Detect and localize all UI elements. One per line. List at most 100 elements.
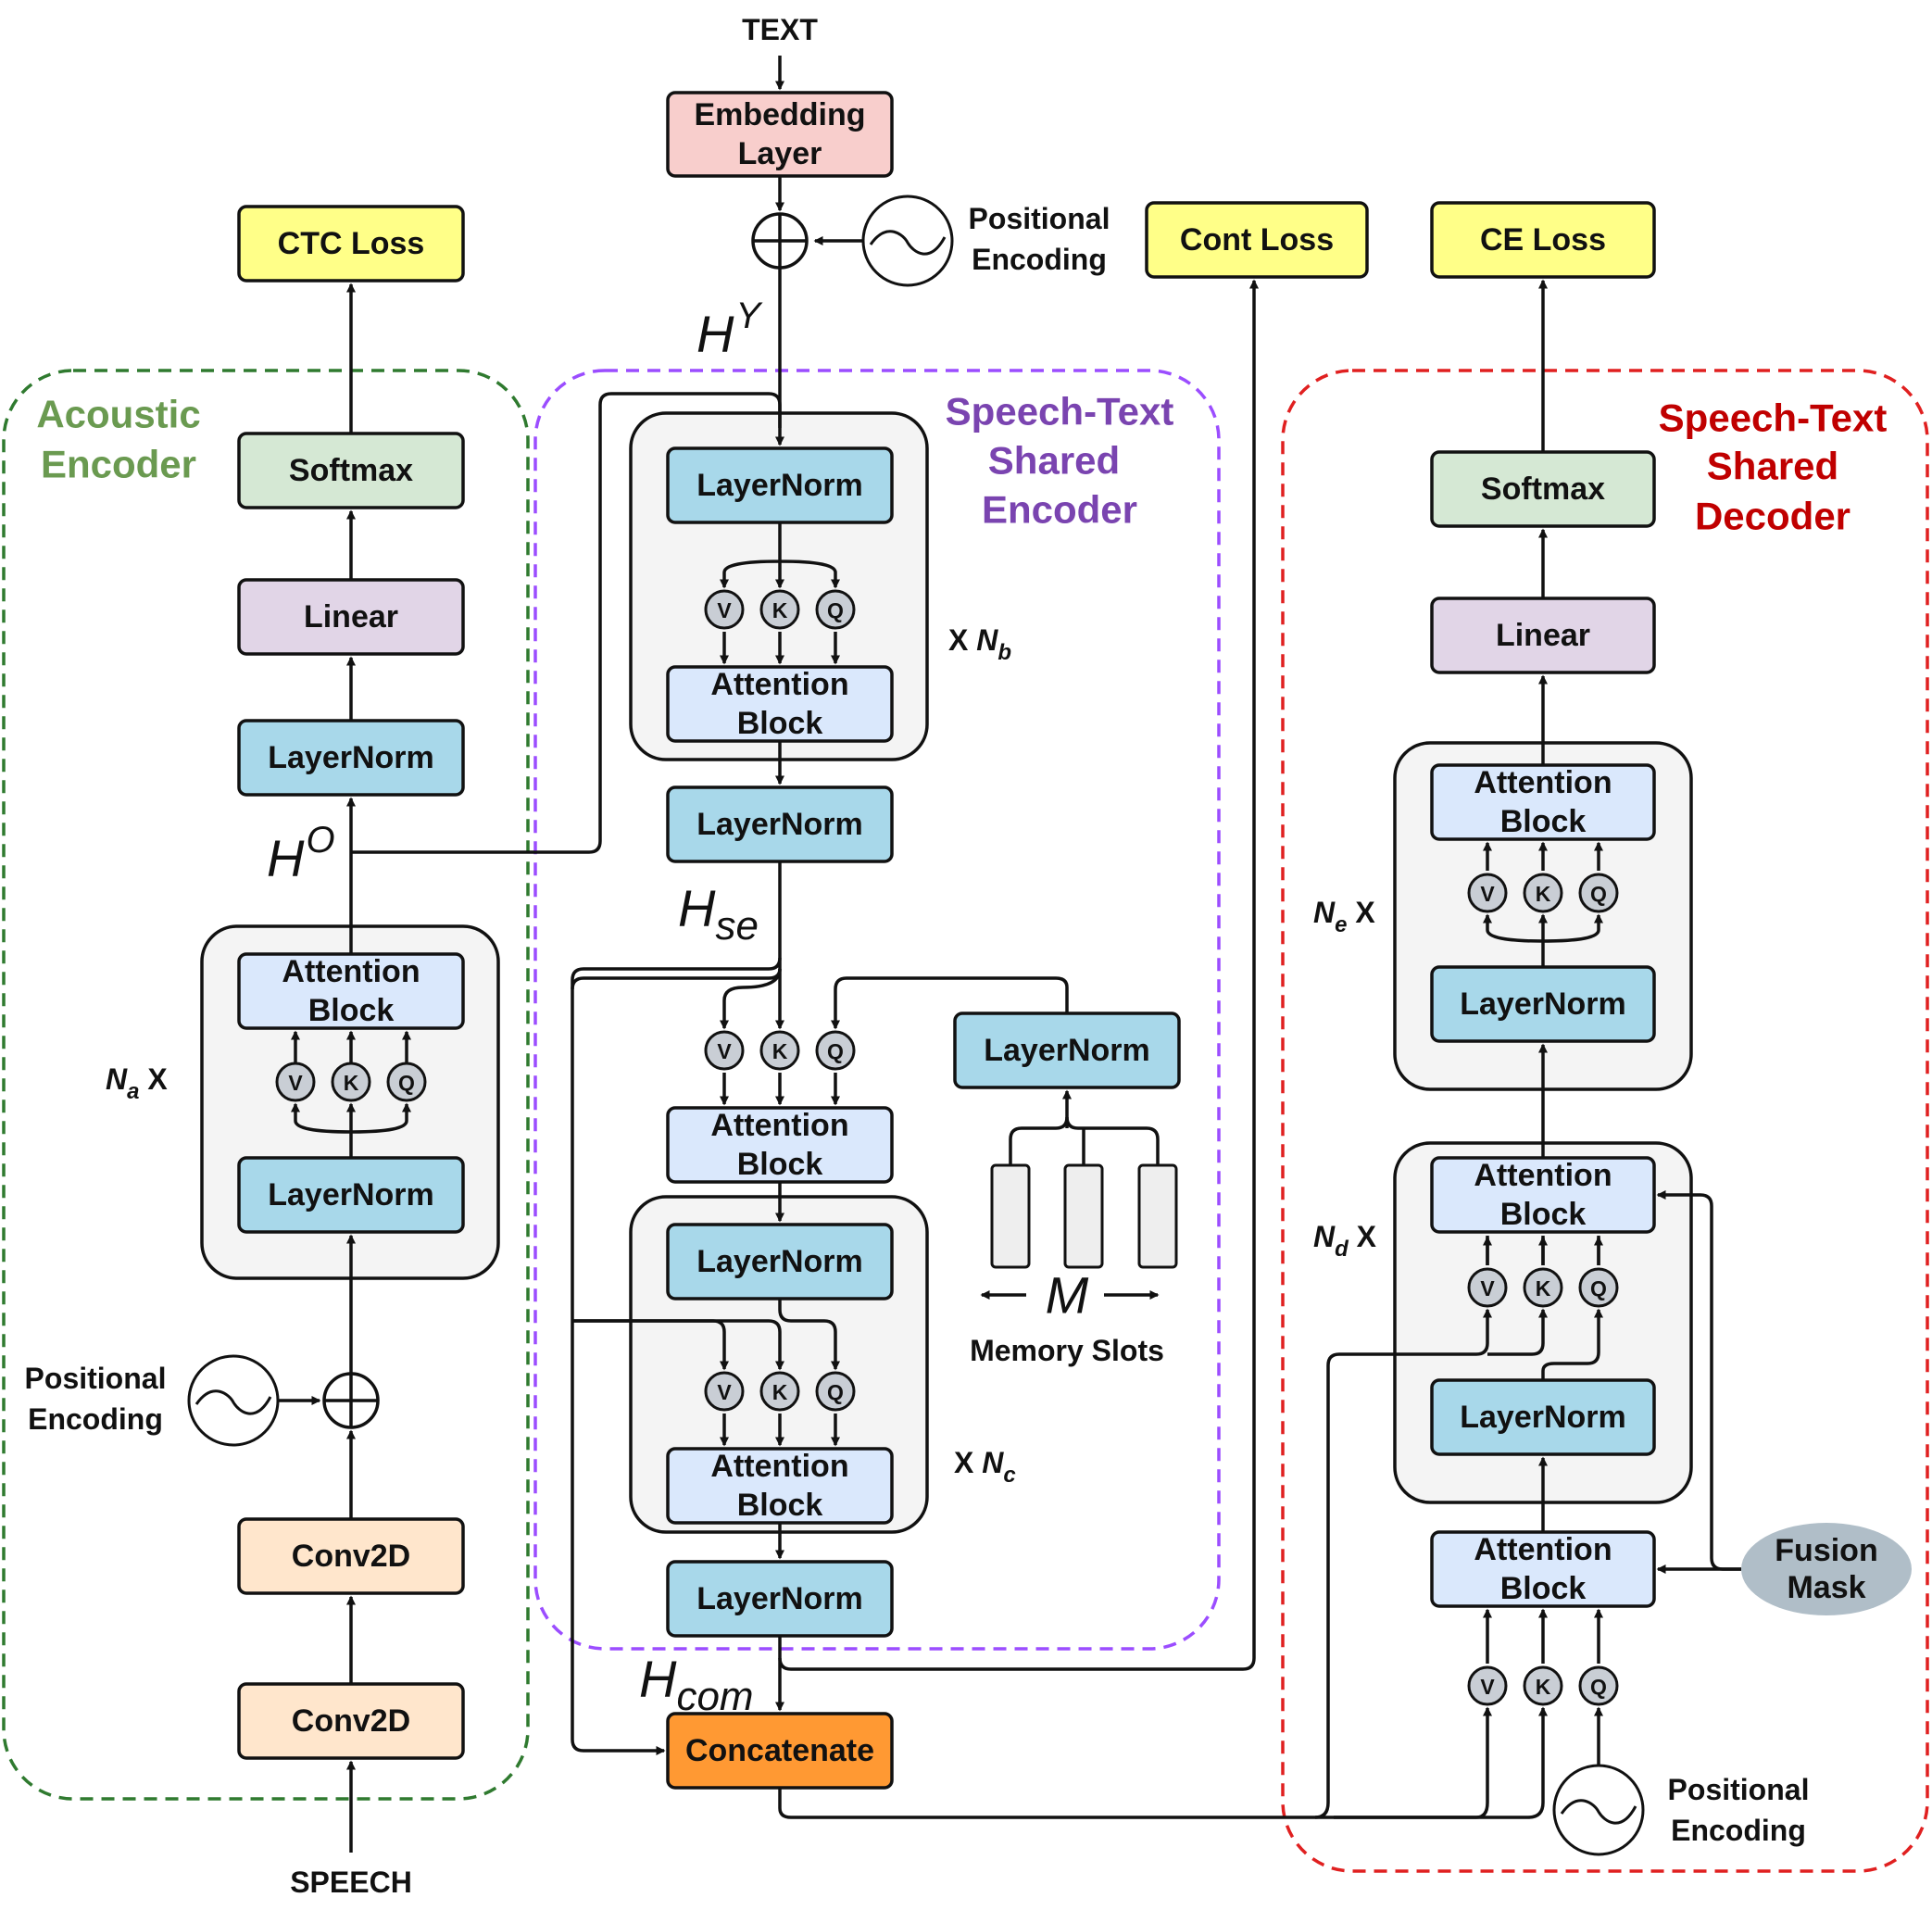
cont-loss-box-rect	[1145, 201, 1369, 279]
decoder-qkv-bottom-q-circle	[1578, 1665, 1619, 1706]
w-en3-q	[778, 1299, 840, 1371]
conv2d-top-box-label: Conv2D	[292, 1539, 410, 1574]
acoustic-linear-box-rect	[237, 578, 465, 656]
encoder-layernorm-4-rect	[666, 1560, 894, 1638]
concatenate-box-label: Concatenate	[685, 1733, 874, 1768]
ctc-loss-box-rect	[237, 205, 465, 283]
memory-slot-2	[1063, 1163, 1104, 1269]
encoder-attention-1-label-2: Block	[737, 706, 823, 741]
acoustic-linear-box: Linear	[237, 578, 465, 656]
repeat-nb: X Nb	[948, 623, 1011, 665]
encoder-layernorm-2-rect	[666, 785, 894, 863]
encoder-layernorm-3-label: LayerNorm	[696, 1244, 863, 1279]
memory-slots-label: Memory Slots	[970, 1334, 1164, 1367]
w-hse-split	[571, 861, 782, 1755]
encoder-qkv-2-v-circle	[704, 1030, 745, 1071]
acoustic-qkv-q-circle	[386, 1062, 427, 1102]
shared-decoder-title-3: Decoder	[1695, 495, 1850, 538]
ce-loss-box-label: CE Loss	[1480, 222, 1606, 258]
decoder-qkv-ne-q-label: Q	[1590, 882, 1607, 906]
shared-decoder-title-2: Shared	[1707, 445, 1838, 488]
math-hcom: Hcom	[639, 1650, 754, 1719]
encoder-qkv-2-v-label: V	[717, 1039, 732, 1063]
encoder-pe-label-1: Positional	[969, 202, 1110, 235]
decoder-softmax-box: Softmax	[1430, 450, 1656, 528]
decoder-pe-label-2: Encoding	[1671, 1814, 1806, 1847]
ce-loss-box: CE Loss	[1430, 201, 1656, 279]
encoder-layernorm-3: LayerNorm	[666, 1223, 894, 1301]
decoder-attention-bottom-label-1: Attention	[1474, 1532, 1612, 1567]
decoder-qkv-bottom-v-label: V	[1480, 1675, 1495, 1699]
encoder-attention-2-label-1: Attention	[710, 1108, 848, 1143]
w-ln4-cont	[778, 279, 1259, 1671]
w-mem-slots	[1009, 1116, 1160, 1165]
encoder-qkv-1-q-circle	[815, 589, 856, 630]
decoder-layernorm-nd: LayerNorm	[1430, 1378, 1656, 1456]
decoder-qkv-bottom-k-label: K	[1536, 1675, 1551, 1699]
decoder-attention-ne-rect	[1430, 763, 1656, 841]
acoustic-layernorm-top: LayerNorm	[237, 719, 465, 797]
decoder-qkv-ne-k-label: K	[1536, 882, 1551, 906]
encoder-layernorm-1: LayerNorm	[666, 446, 894, 524]
acoustic-softmax-box: Softmax	[237, 432, 465, 509]
encoder-layernorm-1-rect	[666, 446, 894, 524]
w-ac-ln-split	[294, 1120, 408, 1158]
encoder-layernorm-4: LayerNorm	[666, 1560, 894, 1638]
encoder-qkv-3-v-label: V	[717, 1380, 732, 1404]
encoder-attention-3-label-1: Attention	[710, 1449, 848, 1484]
decoder-qkv-nd-q-label: Q	[1590, 1276, 1607, 1301]
decoder-layernorm-ne-label: LayerNorm	[1460, 986, 1626, 1022]
encoder-layernorm-2-label: LayerNorm	[696, 807, 863, 842]
acoustic-qkv-k-circle	[331, 1062, 371, 1102]
w-concat-nd	[1314, 1308, 1492, 1819]
concatenate-box: Concatenate	[666, 1712, 894, 1790]
w-en3-k	[572, 1319, 784, 1371]
math-ho: HO	[267, 820, 335, 887]
embedding-plus	[751, 212, 809, 270]
acoustic-qkv-q-label: Q	[398, 1071, 415, 1095]
ce-loss-box-rect	[1430, 201, 1656, 279]
acoustic-pe-label-1: Positional	[25, 1362, 167, 1395]
acoustic-qkv-v-label: V	[288, 1071, 303, 1095]
decoder-linear-box-label: Linear	[1496, 618, 1590, 653]
w-concat-v	[1334, 1706, 1492, 1819]
acoustic-layernorm-bottom-label: LayerNorm	[268, 1177, 434, 1213]
decoder-qkv-nd-k-label: K	[1536, 1276, 1551, 1301]
acoustic-encoder-title-2: Encoder	[41, 443, 196, 486]
w-mem-q	[831, 976, 1069, 1030]
encoder-qkv-3-k-circle	[759, 1371, 800, 1412]
acoustic-layernorm-top-rect	[237, 719, 465, 797]
acoustic-positional-encoding	[187, 1354, 280, 1447]
text-input-label: TEXT	[742, 13, 818, 46]
encoder-pe-label-2: Encoding	[972, 243, 1107, 276]
decoder-attention-ne-label-1: Attention	[1474, 765, 1612, 800]
acoustic-pe-label-2: Encoding	[28, 1402, 163, 1436]
decoder-linear-box-rect	[1430, 597, 1656, 674]
shared-encoder-title-1: Speech-Text	[946, 390, 1174, 434]
decoder-attention-ne-label-2: Block	[1500, 804, 1587, 839]
acoustic-attention-block-label-1: Attention	[282, 954, 420, 989]
encoder-qkv-3-v-circle	[704, 1371, 745, 1412]
decoder-positional-encoding	[1552, 1764, 1645, 1856]
encoder-layernorm-2: LayerNorm	[666, 785, 894, 863]
decoder-attention-bottom-rect	[1430, 1530, 1656, 1608]
acoustic-layernorm-top-label: LayerNorm	[268, 740, 434, 775]
decoder-qkv-nd-v-circle	[1467, 1267, 1508, 1308]
encoder-qkv-1-q-label: Q	[827, 598, 844, 622]
cont-loss-box-label: Cont Loss	[1180, 222, 1334, 258]
decoder-attention-nd-label-2: Block	[1500, 1197, 1587, 1232]
repeat-na: Na X	[106, 1062, 168, 1104]
acoustic-layernorm-bottom: LayerNorm	[237, 1156, 465, 1234]
w-en1-split	[722, 522, 837, 573]
acoustic-softmax-box-label: Softmax	[289, 453, 413, 488]
acoustic-qkv-v-circle	[275, 1062, 316, 1102]
w-hse-qbranch	[571, 968, 782, 990]
decoder-qkv-ne-k-circle	[1523, 873, 1563, 913]
decoder-layernorm-ne-rect	[1430, 965, 1656, 1043]
